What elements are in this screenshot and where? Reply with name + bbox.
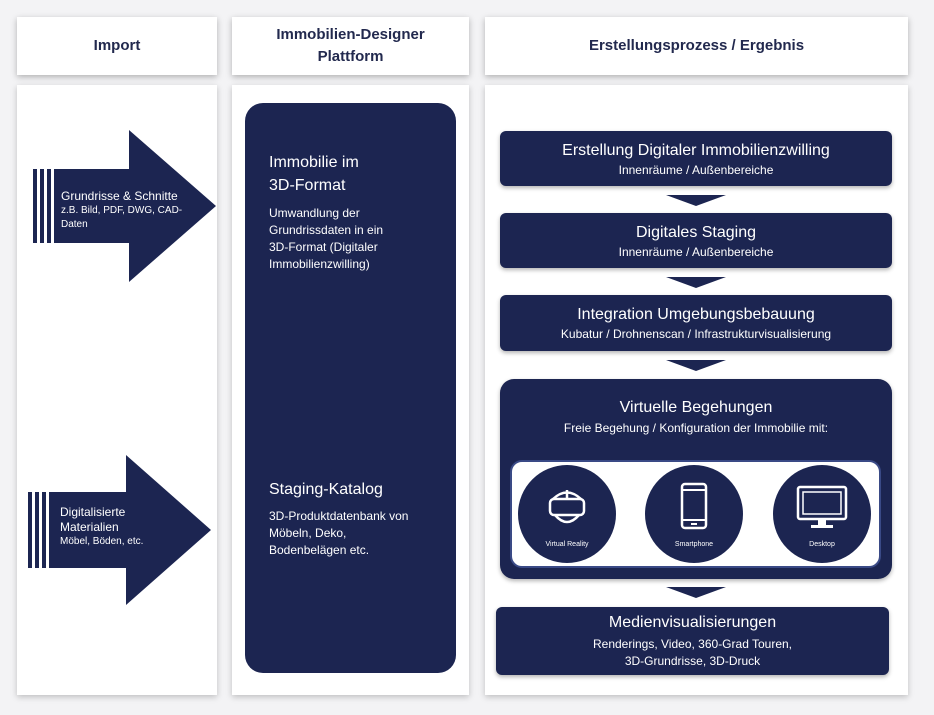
process-step-media-subtitle-1: Renderings, Video, 360-Grad Touren,	[592, 637, 793, 651]
flow-chevron-4	[666, 587, 726, 598]
flow-chevron-3	[666, 360, 726, 371]
import-item-materials-title-1: Digitalisierte	[60, 505, 126, 519]
import-item-floorplans-detail-1: z.B. Bild, PDF, DWG, CAD-	[61, 205, 183, 216]
platform-format-desc: Umwandlung der Grundrissdaten in ein 3D-…	[269, 205, 383, 273]
import-arrow-materials	[28, 455, 211, 605]
import-item-floorplans: Grundrisse & Schnitte z.B. Bild, PDF, DW…	[61, 189, 201, 232]
platform-format-desc-2: Grundrissdaten in ein	[269, 223, 384, 237]
platform-format-title-2: 3D-Format	[269, 177, 346, 194]
import-item-materials: Digitalisierte Materialien Möbel, Böden,…	[60, 505, 180, 549]
process-step-surroundings: Integration Umgebungsbebauung Kubatur / …	[500, 295, 892, 351]
platform-catalog-title: Staging-Katalog	[269, 481, 383, 498]
header-platform: Immobilien-Designer Plattform	[232, 17, 469, 75]
header-import: Import	[17, 17, 217, 75]
platform-catalog-desc-3: Bodenbelägen etc.	[269, 543, 370, 557]
platform-format-desc-4: Immobilienzwilling)	[269, 257, 370, 271]
flow-chevron-2	[666, 277, 726, 288]
import-item-floorplans-detail-2: Daten	[61, 219, 88, 230]
process-step-staging: Digitales Staging Innenräume / Außenbere…	[500, 213, 892, 268]
import-item-materials-title-2: Materialien	[60, 520, 119, 534]
header-process-label: Erstellungsprozess / Ergebnis	[588, 37, 805, 54]
platform-format-title: Immobilie im 3D-Format	[269, 151, 359, 197]
device-virtual-reality: Virtual Reality	[518, 465, 616, 563]
import-item-floorplans-title: Grundrisse & Schnitte	[61, 189, 178, 203]
flow-chevron-1	[666, 195, 726, 206]
device-virtual-reality-label: Virtual Reality	[545, 541, 589, 548]
import-arrow-floorplans	[33, 130, 216, 282]
device-smartphone-label: Smartphone	[674, 541, 714, 548]
platform-catalog-desc-2: Möbeln, Deko,	[269, 526, 347, 540]
platform-format-title-1: Immobilie im	[269, 154, 359, 171]
process-step-digital-twin-subtitle: Innenräume / Außenbereiche	[618, 163, 774, 177]
header-platform-line2: Plattform	[317, 48, 384, 65]
platform-format-desc-1: Umwandlung der	[269, 206, 360, 220]
smartphone-icon	[680, 482, 708, 530]
platform-catalog-desc: 3D-Produktdatenbank von Möbeln, Deko, Bo…	[269, 508, 408, 559]
platform-block: Immobilie im 3D-Format Umwandlung der Gr…	[245, 103, 456, 673]
device-smartphone: Smartphone	[645, 465, 743, 563]
process-step-media-subtitle-2: 3D-Grundrisse, 3D-Druck	[624, 654, 761, 668]
import-item-materials-detail: Möbel, Böden, etc.	[60, 536, 144, 547]
process-step-digital-twin-title: Erstellung Digitaler Immobilienzwilling	[562, 142, 830, 159]
header-platform-line1: Immobilien-Designer	[276, 26, 425, 43]
process-step-media: Medienvisualisierungen Renderings, Video…	[496, 607, 889, 675]
platform-catalog-desc-1: 3D-Produktdatenbank von	[269, 509, 409, 523]
process-step-virtual-tours-title: Virtuelle Begehungen	[619, 399, 773, 416]
process-step-surroundings-title: Integration Umgebungsbebauung	[577, 306, 815, 323]
desktop-monitor-icon	[796, 485, 848, 528]
process-step-virtual-tours-subtitle: Freie Begehung / Konfiguration der Immob…	[563, 421, 829, 435]
platform-format-desc-3: 3D-Format (Digitaler	[269, 240, 378, 254]
vr-headset-icon	[548, 490, 586, 524]
process-step-digital-twin: Erstellung Digitaler Immobilienzwilling …	[500, 131, 892, 186]
process-step-staging-title: Digitales Staging	[635, 224, 757, 241]
device-desktop-label: Desktop	[809, 541, 835, 548]
header-import-label: Import	[93, 37, 141, 54]
process-step-staging-subtitle: Innenräume / Außenbereiche	[618, 245, 774, 259]
header-process: Erstellungsprozess / Ergebnis	[485, 17, 908, 75]
process-step-surroundings-subtitle: Kubatur / Drohnenscan / Infrastrukturvis…	[560, 327, 832, 341]
device-desktop: Desktop	[773, 465, 871, 563]
process-step-media-title: Medienvisualisierungen	[608, 614, 777, 631]
